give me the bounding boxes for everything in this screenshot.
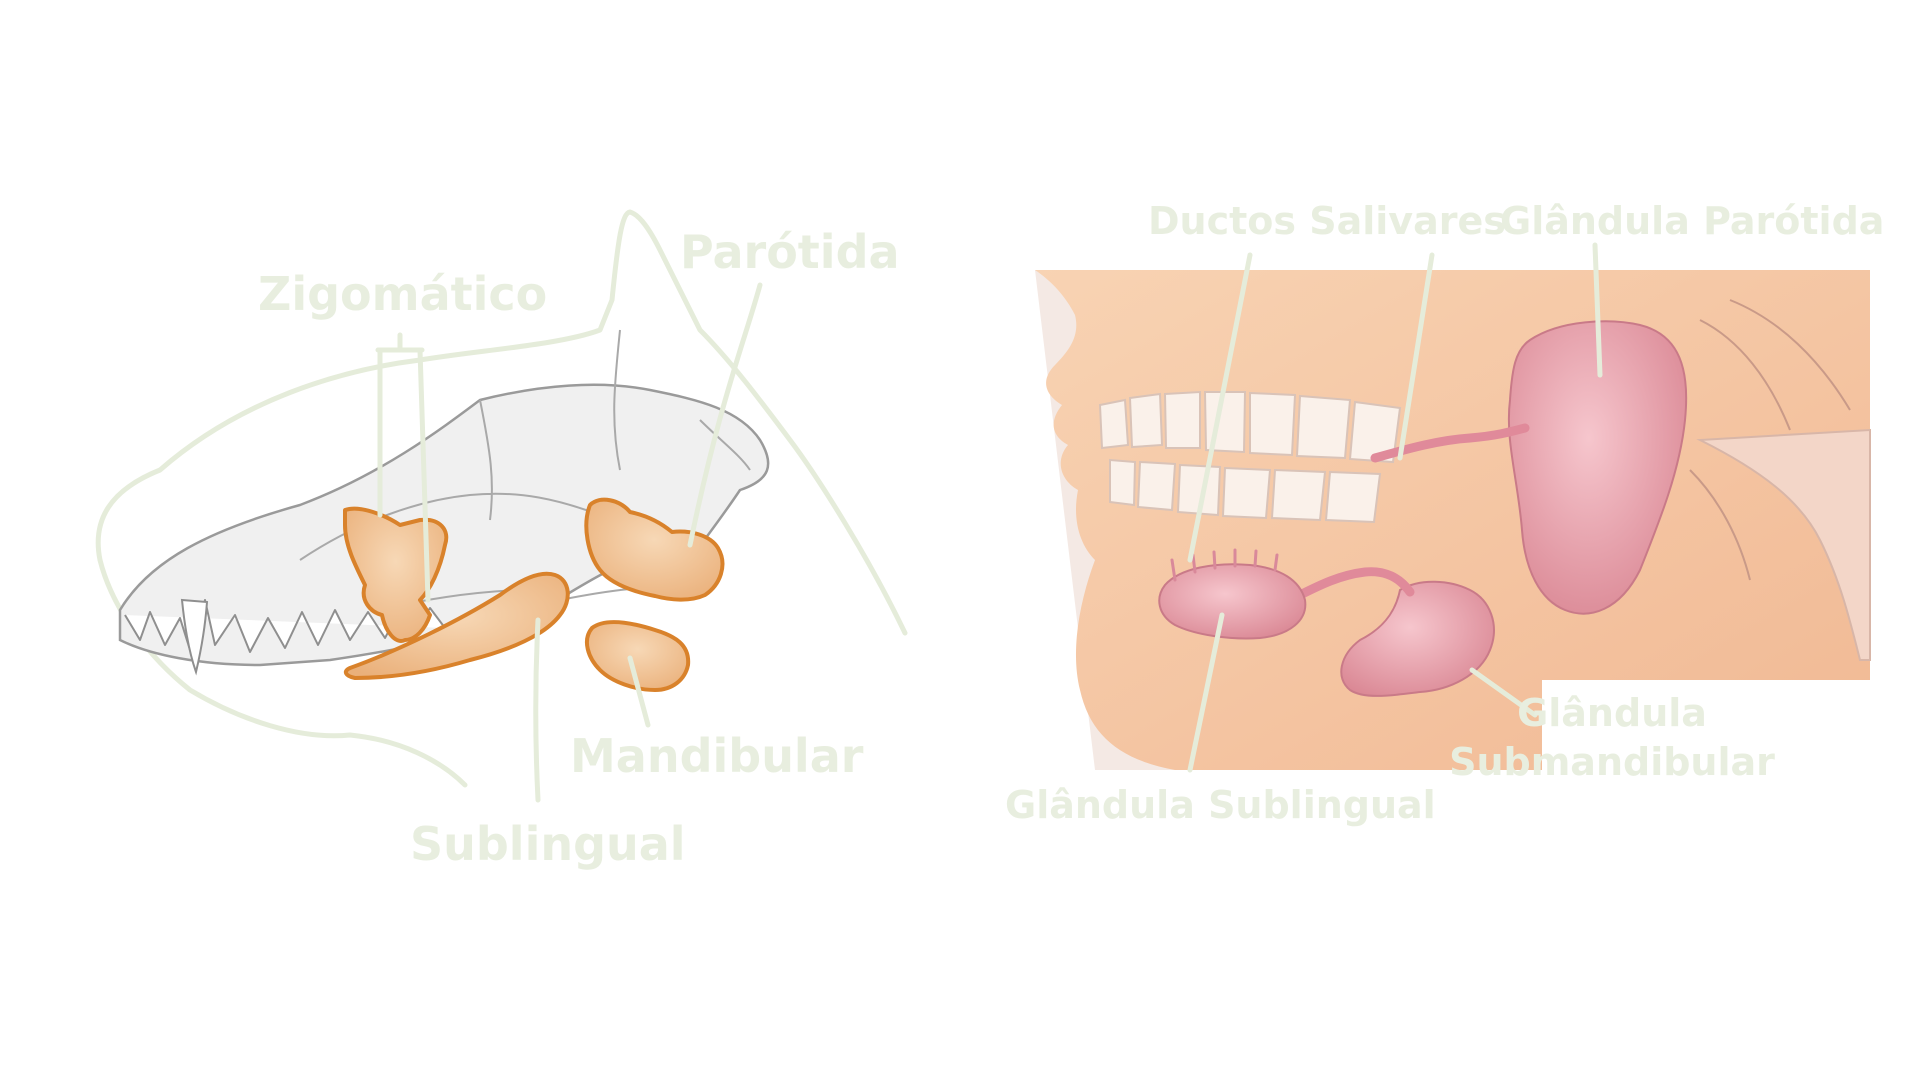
human-head-diagram: Ductos Salivares Glândula Parótida Glând… <box>1005 199 1884 827</box>
label-parotid-dog: Parótida <box>680 225 900 279</box>
zygomatic-leader <box>375 332 431 603</box>
label-submandibular-line1: Glândula <box>1517 691 1707 735</box>
ducts-leader-2 <box>1397 252 1435 461</box>
submandibular-leader <box>1469 667 1538 718</box>
dog-skull-detail-lines <box>299 329 751 611</box>
label-parotid-human: Glândula Parótida <box>1500 199 1884 243</box>
label-salivary-ducts: Ductos Salivares <box>1148 199 1506 243</box>
label-mandibular: Mandibular <box>570 729 864 783</box>
label-sublingual-dog: Sublingual <box>410 817 686 871</box>
parotid-gland-dog <box>584 497 725 602</box>
submandibular-gland-human <box>1340 580 1495 697</box>
sublingual-leader-human <box>1187 612 1225 773</box>
mandibular-leader <box>627 655 651 728</box>
dog-canine <box>180 598 209 676</box>
face-skin <box>1035 270 1870 770</box>
label-sublingual-human: Glândula Sublingual <box>1005 783 1436 827</box>
submandibular-duct <box>1295 567 1415 600</box>
human-leader-lines <box>1187 242 1603 773</box>
ducts-leader-1 <box>1187 252 1253 563</box>
parotid-leader-human <box>1592 242 1603 378</box>
cervical-spine <box>1696 428 1871 661</box>
dog-leader-lines <box>375 282 763 803</box>
parotid-leader <box>687 282 763 548</box>
sublingual-gland-dog <box>343 571 570 680</box>
dog-head-outline <box>95 209 908 788</box>
neck-lines <box>1689 299 1851 581</box>
sublingual-gland-human <box>1158 563 1307 640</box>
zygomatic-gland <box>343 506 449 643</box>
label-submandibular-line2: Submandibular <box>1449 740 1775 784</box>
label-zygomatic: Zigomático <box>258 267 547 321</box>
dog-skull-diagram: Zigomático Parótida Mandibular Sublingua… <box>95 209 908 871</box>
mandibular-gland-dog <box>584 620 691 692</box>
sublingual-small-ducts <box>1170 548 1279 582</box>
sublingual-leader <box>533 617 541 803</box>
